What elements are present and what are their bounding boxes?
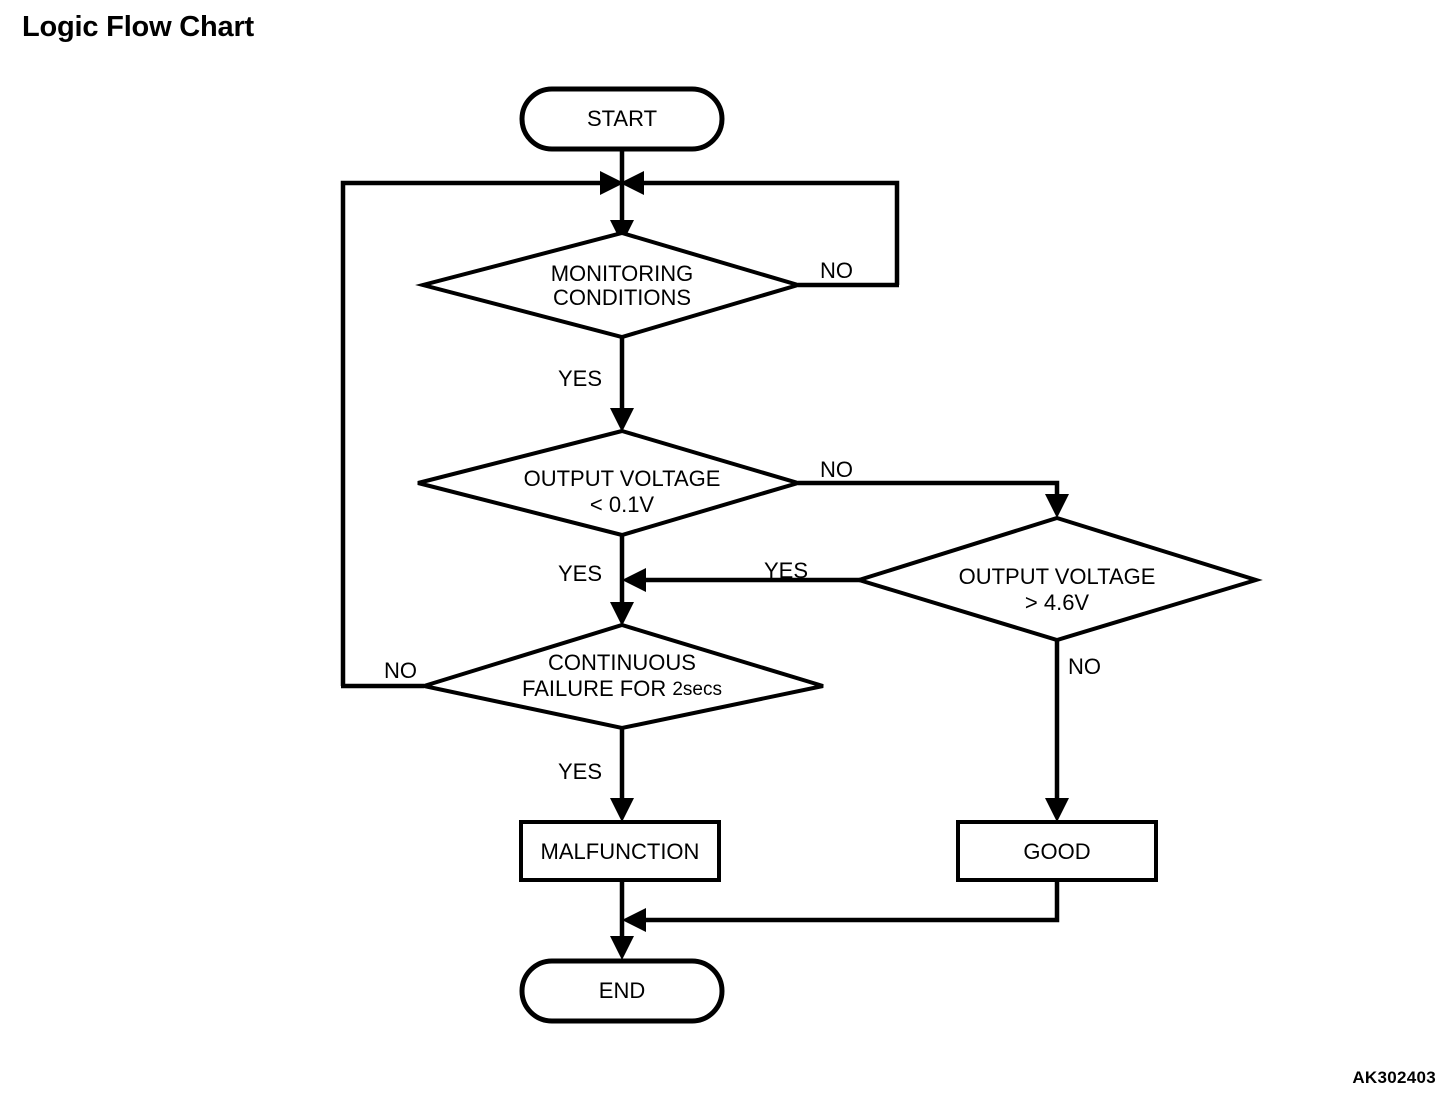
arrowhead-into-end bbox=[610, 936, 634, 960]
node-monitoring-line1: MONITORING bbox=[551, 261, 694, 286]
arrowhead-loop-return-left bbox=[600, 171, 624, 195]
node-monitoring-line2: CONDITIONS bbox=[553, 285, 691, 310]
node-malfunction[interactable] bbox=[519, 820, 721, 882]
edge-label-cont-fail-no: NO bbox=[384, 658, 417, 683]
node-malfunction-label: MALFUNCTION bbox=[541, 839, 700, 864]
arrowhead-monitoring-no-return bbox=[620, 171, 644, 195]
edge-label-volt-low-no: NO bbox=[820, 457, 853, 482]
edge-label-cont-fail-yes: YES bbox=[558, 759, 602, 784]
node-output-voltage-high[interactable] bbox=[852, 515, 1263, 643]
edge-label-monitoring-yes: YES bbox=[558, 366, 602, 391]
arrowhead-into-volt-low bbox=[610, 408, 634, 432]
edge-volt-low-no bbox=[798, 480, 1060, 506]
part-code-label: AK302403 bbox=[1352, 1068, 1436, 1087]
edge-loop-return-left bbox=[340, 180, 612, 686]
node-output-voltage-high-line1: OUTPUT VOLTAGE bbox=[959, 564, 1156, 589]
node-continuous-failure-line2a: FAILURE FOR bbox=[522, 676, 672, 701]
node-end-label: END bbox=[599, 978, 645, 1003]
node-monitoring-conditions[interactable] bbox=[415, 230, 806, 340]
arrowhead-into-good bbox=[1045, 798, 1069, 822]
node-good[interactable] bbox=[956, 820, 1158, 882]
node-start-label: START bbox=[587, 106, 657, 131]
edge-label-monitoring-no: NO bbox=[820, 258, 853, 283]
arrowhead-good-merge bbox=[622, 908, 646, 932]
arrowhead-into-volt-high bbox=[1045, 494, 1069, 518]
edge-good-to-end bbox=[634, 880, 1060, 923]
edge-label-volt-high-no: NO bbox=[1068, 654, 1101, 679]
node-end[interactable] bbox=[519, 958, 725, 1024]
node-start[interactable] bbox=[519, 86, 725, 152]
node-continuous-failure-line2b: 2secs bbox=[672, 679, 722, 700]
node-output-voltage-high-line2: > 4.6V bbox=[1025, 590, 1090, 615]
edge-monitoring-no-return bbox=[632, 180, 900, 285]
node-continuous-failure-line1: CONTINUOUS bbox=[548, 650, 696, 675]
page-title: Logic Flow Chart bbox=[22, 11, 255, 43]
node-continuous-failure[interactable] bbox=[416, 622, 824, 731]
arrowhead-into-malfunction bbox=[610, 798, 634, 822]
node-output-voltage-low-line2: < 0.1V bbox=[590, 492, 655, 517]
edge-label-volt-low-yes: YES bbox=[558, 561, 602, 586]
arrowhead-volt-high-yes bbox=[622, 568, 646, 592]
node-output-voltage-low[interactable] bbox=[417, 428, 806, 538]
edge-label-volt-high-yes: YES bbox=[764, 558, 808, 583]
node-output-voltage-low-line1: OUTPUT VOLTAGE bbox=[524, 466, 721, 491]
arrowhead-into-cont-fail bbox=[610, 602, 634, 626]
node-good-label: GOOD bbox=[1023, 839, 1090, 864]
node-continuous-failure-line2: FAILURE FOR 2secs bbox=[522, 676, 722, 701]
